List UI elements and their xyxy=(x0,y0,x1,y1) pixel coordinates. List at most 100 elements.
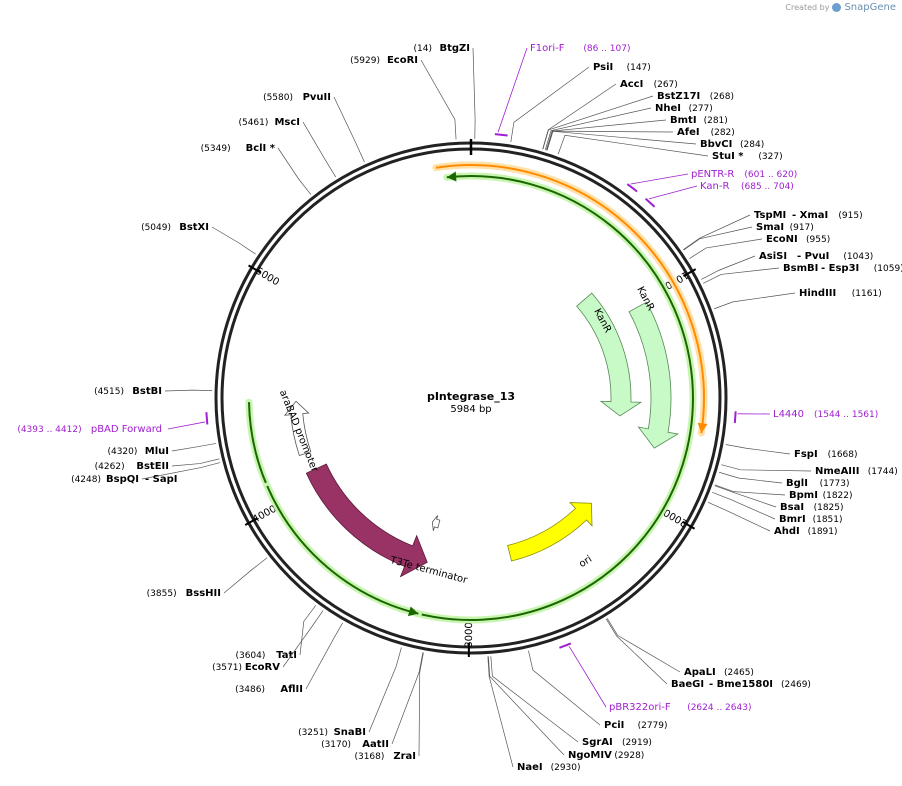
site-name-alt: - Esp3I xyxy=(821,263,859,274)
tick-label: 3000 xyxy=(464,622,475,648)
site-leader-line xyxy=(164,389,213,392)
site-position: (3251) xyxy=(298,728,328,738)
site-position: (2930) xyxy=(551,763,581,773)
site-leader-line xyxy=(528,650,601,726)
site-position: (1851) xyxy=(813,515,843,525)
site-position: (2928) xyxy=(614,751,644,761)
restriction-sites: BtgZI(14)EcoRI(5929)PsiI(147)AccI(267)Bs… xyxy=(71,43,902,773)
site-leader-line xyxy=(277,147,312,195)
feature-label: ori xyxy=(577,554,594,570)
site-name: TspMI xyxy=(754,210,786,221)
site-position: (267) xyxy=(654,80,678,90)
site-leader-line xyxy=(391,652,424,745)
site-name: BaeGI xyxy=(671,679,704,690)
site-name: PvuII xyxy=(303,92,331,103)
site-position: (3168) xyxy=(354,752,384,762)
site-name-alt: - PvuI xyxy=(797,251,829,262)
site-position: (1891) xyxy=(808,527,838,537)
site-name: BtgZI xyxy=(439,43,470,54)
site-name: BmrI xyxy=(779,514,806,525)
site-name: AhdI xyxy=(774,526,800,537)
site-leader-line xyxy=(605,618,668,685)
site-position: (1744) xyxy=(868,467,898,477)
site-name: BssHII xyxy=(186,588,221,599)
site-leader-line xyxy=(171,443,217,452)
site-position: (1043) xyxy=(843,252,873,262)
primer-range: (685 .. 704) xyxy=(741,182,794,192)
site-position: (268) xyxy=(710,92,734,102)
primer-range: (2624 .. 2643) xyxy=(687,703,751,713)
site-position: (1668) xyxy=(828,450,858,460)
site-leader-line xyxy=(546,130,674,151)
site-leader-line xyxy=(721,464,812,472)
site-position: (3170) xyxy=(321,740,351,750)
site-name: AfeI xyxy=(677,127,700,138)
site-leader-line xyxy=(719,471,783,484)
site-leader-line xyxy=(171,458,220,467)
plasmid-length: 5984 bp xyxy=(450,404,491,415)
feature-arrow xyxy=(431,515,441,531)
feature-arrow xyxy=(283,400,312,457)
site-position: (1059) xyxy=(874,264,902,274)
site-leader-line xyxy=(707,502,771,532)
primer-name: pBAD Forward xyxy=(91,424,162,435)
site-position: (281) xyxy=(704,116,728,126)
feature-label: T3Te terminator xyxy=(388,555,469,587)
tick-mark xyxy=(248,264,262,274)
site-position: (1822) xyxy=(823,491,853,501)
primer-mark xyxy=(559,642,572,649)
site-leader-line xyxy=(420,59,457,140)
tick-mark xyxy=(683,268,697,277)
long-feature-arcs xyxy=(245,161,708,624)
site-leader-line xyxy=(557,134,709,157)
site-leader-line xyxy=(488,656,565,756)
primer-name: Kan-R xyxy=(700,181,729,192)
site-position: (2779) xyxy=(638,721,668,731)
credit-prefix: Created by xyxy=(785,3,830,12)
site-name: AatII xyxy=(362,739,389,750)
site-leader-line xyxy=(418,652,424,757)
primer-name: F1ori-F xyxy=(530,43,565,54)
site-position: (915) xyxy=(838,211,862,221)
site-position: (3604) xyxy=(235,651,265,661)
site-name: SnaBI xyxy=(334,727,366,738)
site-leader-line xyxy=(542,83,617,150)
site-name: NgoMIV xyxy=(568,750,612,761)
site-name: StuI * xyxy=(712,151,744,162)
site-leader-line xyxy=(714,485,777,508)
site-leader-line xyxy=(333,96,365,163)
tick-mark xyxy=(681,520,696,530)
site-leader-line xyxy=(211,226,256,255)
site-position: (5929) xyxy=(350,56,380,66)
primer-name: pBR322ori-F xyxy=(609,702,671,713)
site-name-alt: - XmaI xyxy=(792,210,828,221)
site-leader-line xyxy=(714,484,786,496)
feature-label: araC xyxy=(318,527,342,551)
site-position: (4248) xyxy=(71,475,101,485)
site-name: BstXI xyxy=(179,222,209,233)
site-position: (2465) xyxy=(724,668,754,678)
site-leader-line xyxy=(689,238,763,259)
site-name: BsmBI xyxy=(783,263,818,274)
site-name: NaeI xyxy=(517,762,543,773)
site-name: SgrAI xyxy=(582,737,613,748)
feature-arrow xyxy=(305,463,428,578)
feature-arc xyxy=(266,485,419,615)
site-name: BstBI xyxy=(132,386,162,397)
primer-leader-line xyxy=(568,646,607,708)
primer-range: (1544 .. 1561) xyxy=(814,410,878,420)
site-position: (5461) xyxy=(238,118,268,128)
site-leader-line xyxy=(302,121,337,178)
site-leader-line xyxy=(282,610,324,668)
primer-leader-line xyxy=(497,47,528,133)
site-name-alt: - Bme1580I xyxy=(709,679,773,690)
snapgene-logo-icon xyxy=(832,3,842,12)
site-leader-line xyxy=(725,444,791,455)
site-position: (4320) xyxy=(107,447,137,457)
site-leader-line xyxy=(542,95,654,150)
site-leader-line xyxy=(368,647,402,733)
site-leader-line xyxy=(544,107,652,150)
feature-label: araBAD promoter xyxy=(277,389,320,475)
site-name: PciI xyxy=(604,720,624,731)
